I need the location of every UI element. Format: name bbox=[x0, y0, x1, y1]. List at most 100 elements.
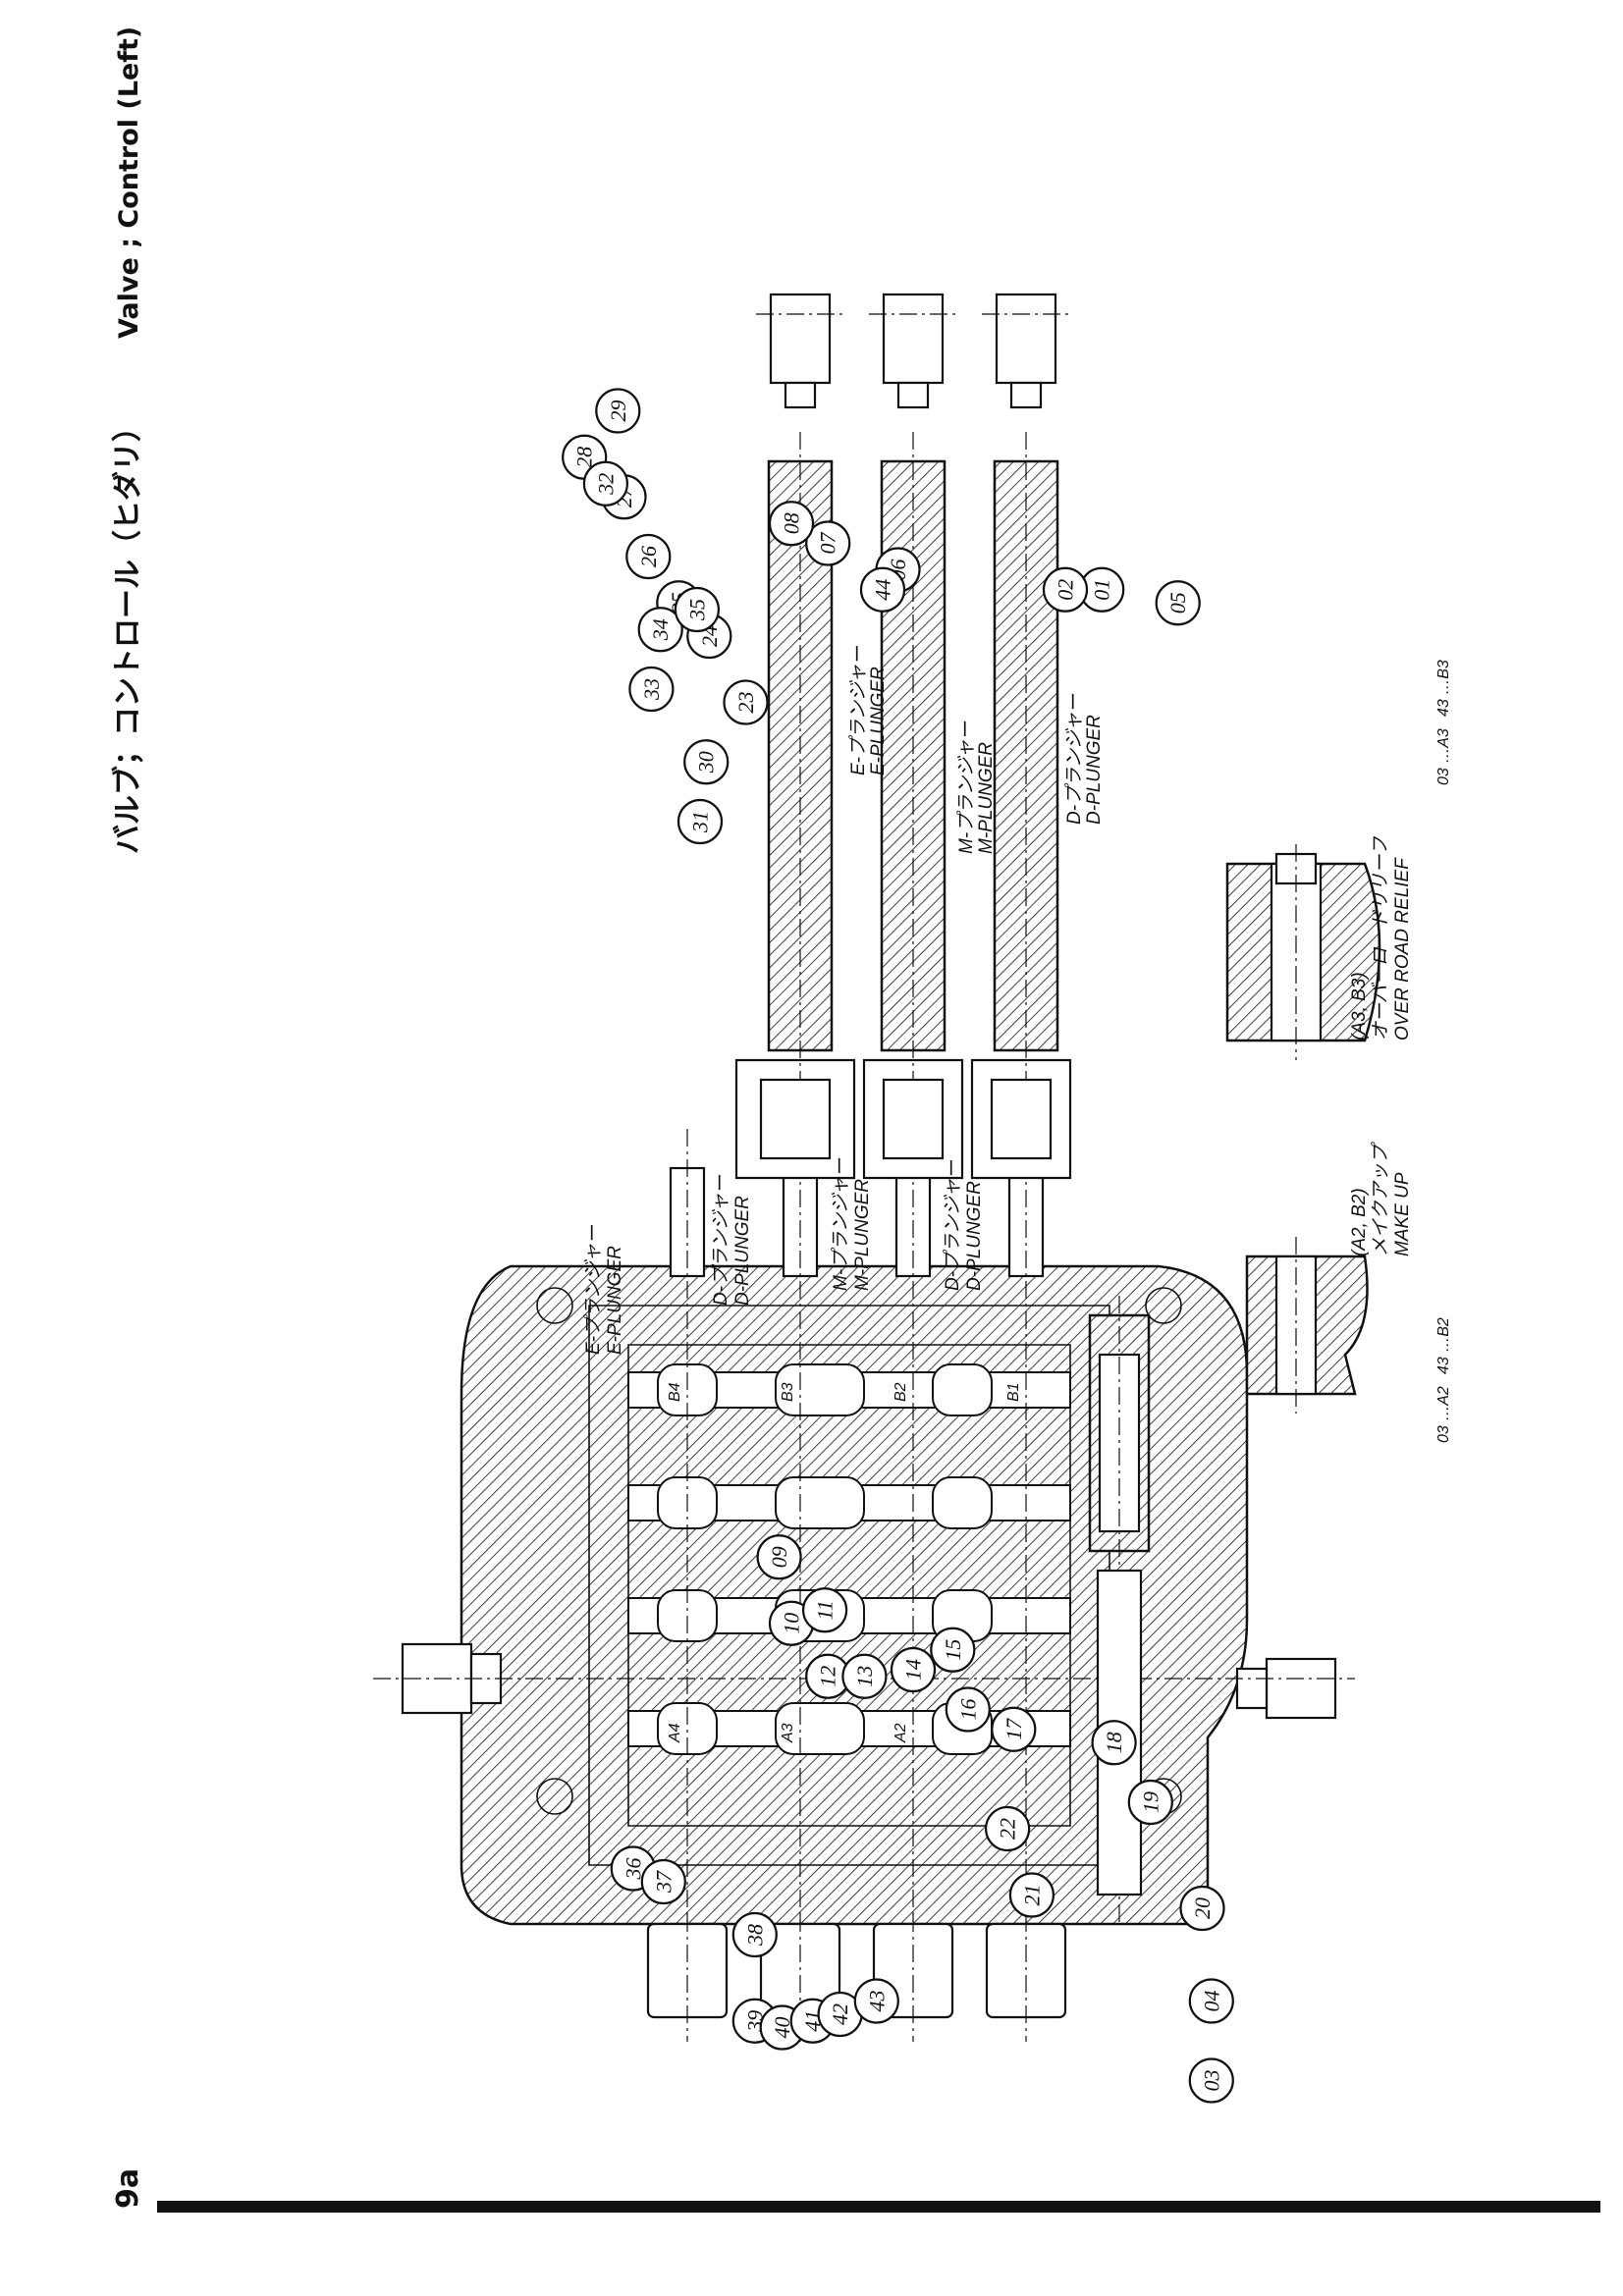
callout-number: 05 bbox=[1165, 592, 1190, 614]
callout-number: 33 bbox=[639, 678, 664, 701]
callout-number: 42 bbox=[828, 2003, 852, 2025]
callout-20: 20 bbox=[1179, 1885, 1225, 1932]
callout-number: 19 bbox=[1138, 1791, 1163, 1813]
e-plunger-exploded-en: E-PLUNGER bbox=[868, 667, 889, 775]
port-b1: B1 bbox=[1005, 1382, 1022, 1402]
callout-number: 20 bbox=[1190, 1897, 1215, 1919]
m-plunger-label-jp: M-プランジャー bbox=[831, 1157, 851, 1291]
callout-number: 37 bbox=[651, 1870, 676, 1894]
m-plunger-exploded-jp: M-プランジャー bbox=[956, 721, 977, 854]
callout-number: 32 bbox=[593, 473, 618, 496]
callout-number: 38 bbox=[742, 1924, 767, 1947]
m-plunger-exploded-en: M-PLUNGER bbox=[976, 742, 997, 854]
d-plunger-exploded-en: D-PLUNGER bbox=[1084, 715, 1105, 825]
callout-number: 17 bbox=[1001, 1718, 1026, 1740]
port-a3: A3 bbox=[780, 1723, 796, 1743]
callout-21: 21 bbox=[1008, 1872, 1055, 1918]
plungers-exploded bbox=[767, 432, 1059, 1080]
make-up-port-note-2: 43 …B2 bbox=[1435, 1317, 1452, 1374]
page-number: 9a bbox=[111, 2168, 145, 2209]
callout-34: 34 bbox=[637, 607, 683, 653]
e-plunger-label-jp: E-プランジャー bbox=[583, 1224, 604, 1355]
callout-30: 30 bbox=[683, 739, 730, 785]
callout-number: 03 bbox=[1199, 2070, 1223, 2092]
make-up-jp: メイクアップ bbox=[1371, 1141, 1391, 1256]
callout-05: 05 bbox=[1155, 580, 1201, 626]
port-b4: B4 bbox=[667, 1382, 683, 1402]
callout-number: 13 bbox=[852, 1666, 877, 1687]
port-b3: B3 bbox=[780, 1382, 796, 1402]
callout-11: 11 bbox=[801, 1587, 848, 1633]
callout-number: 31 bbox=[688, 811, 713, 833]
callout-19: 19 bbox=[1127, 1779, 1173, 1826]
callout-number: 43 bbox=[864, 1991, 889, 2012]
callout-18: 18 bbox=[1091, 1720, 1137, 1766]
relief-code: (A3, B3) bbox=[1349, 972, 1370, 1041]
d-plunger-exploded-jp: D-プランジャー bbox=[1064, 693, 1085, 825]
callout-number: 36 bbox=[621, 1858, 645, 1881]
plunger-bores bbox=[627, 1363, 1071, 1755]
callout-29: 29 bbox=[595, 388, 641, 434]
callout-38: 38 bbox=[731, 1911, 778, 1958]
callout-22: 22 bbox=[984, 1805, 1031, 1852]
callout-16: 16 bbox=[945, 1686, 991, 1733]
title-english: Valve ; Control (Left) bbox=[114, 27, 144, 339]
callout-number: 40 bbox=[770, 2017, 794, 2039]
callout-number: 01 bbox=[1090, 579, 1114, 601]
clevis-ends bbox=[756, 293, 1070, 409]
d-plunger-label-en: D-PLUNGER bbox=[732, 1196, 753, 1306]
d-plunger-label-jp: D-プランジャー bbox=[711, 1174, 731, 1306]
callout-14: 14 bbox=[890, 1646, 937, 1693]
relief-port-note-2: 43 …B3 bbox=[1435, 660, 1452, 717]
callout-number: 07 bbox=[816, 532, 840, 555]
callout-number: 04 bbox=[1199, 1991, 1223, 2012]
e-plunger-exploded-jp: E-プランジャー bbox=[848, 645, 869, 775]
make-up-en: MAKE UP bbox=[1392, 1172, 1413, 1256]
callout-number: 30 bbox=[694, 751, 719, 774]
e-plunger-label-en: E-PLUNGER bbox=[605, 1246, 625, 1355]
callout-04: 04 bbox=[1188, 1978, 1234, 2024]
spring-caps bbox=[646, 1914, 1067, 2042]
relief-en: OVER ROAD RELIEF bbox=[1392, 857, 1413, 1041]
callout-17: 17 bbox=[991, 1706, 1037, 1752]
callout-number: 16 bbox=[955, 1699, 980, 1721]
callout-number: 34 bbox=[648, 618, 673, 641]
callout-number: 22 bbox=[996, 1818, 1020, 1840]
callout-number: 08 bbox=[780, 512, 804, 534]
d-plunger-label-2-en: D-PLUNGER bbox=[964, 1181, 985, 1291]
callout-number: 09 bbox=[767, 1546, 791, 1568]
callout-number: 11 bbox=[813, 1600, 838, 1620]
main-relief-valve bbox=[1088, 1296, 1151, 1924]
detail-make-up bbox=[1245, 1237, 1369, 1414]
title-japanese: バルブ；コントロール（ヒダリ） bbox=[111, 412, 145, 854]
relief-jp: オーバーロードリリーフ bbox=[1371, 835, 1391, 1041]
callout-number: 10 bbox=[780, 1613, 804, 1634]
callout-number: 29 bbox=[606, 400, 630, 422]
callout-number: 12 bbox=[816, 1666, 840, 1687]
callout-44: 44 bbox=[859, 566, 906, 613]
callout-number: 35 bbox=[684, 599, 709, 621]
callout-07: 07 bbox=[805, 520, 851, 566]
callout-43: 43 bbox=[853, 1978, 899, 2024]
callout-number: 18 bbox=[1102, 1732, 1126, 1753]
plunger-type-labels: E-プランジャー E-PLUNGER D-プランジャー D-PLUNGER M-… bbox=[583, 645, 1105, 1355]
callout-number: 44 bbox=[871, 579, 895, 601]
callout-31: 31 bbox=[676, 798, 724, 845]
callout-number: 02 bbox=[1054, 579, 1078, 601]
callout-number: 23 bbox=[733, 692, 758, 714]
port-a2: A2 bbox=[893, 1723, 909, 1743]
seal-housings bbox=[734, 1058, 1072, 1180]
make-up-code: (A2, B2) bbox=[1349, 1188, 1370, 1256]
callout-02: 02 bbox=[1042, 566, 1089, 613]
footer-rule bbox=[157, 2201, 1600, 2213]
callout-37: 37 bbox=[640, 1858, 686, 1905]
callout-number: 28 bbox=[572, 447, 597, 468]
make-up-port-note-1: 03 …A2 bbox=[1435, 1386, 1452, 1443]
callout-08: 08 bbox=[768, 501, 815, 547]
callout-number: 21 bbox=[1019, 1885, 1044, 1906]
callout-33: 33 bbox=[628, 666, 675, 713]
port-a4: A4 bbox=[667, 1723, 683, 1743]
callout-13: 13 bbox=[841, 1653, 888, 1699]
callout-26: 26 bbox=[625, 533, 672, 580]
